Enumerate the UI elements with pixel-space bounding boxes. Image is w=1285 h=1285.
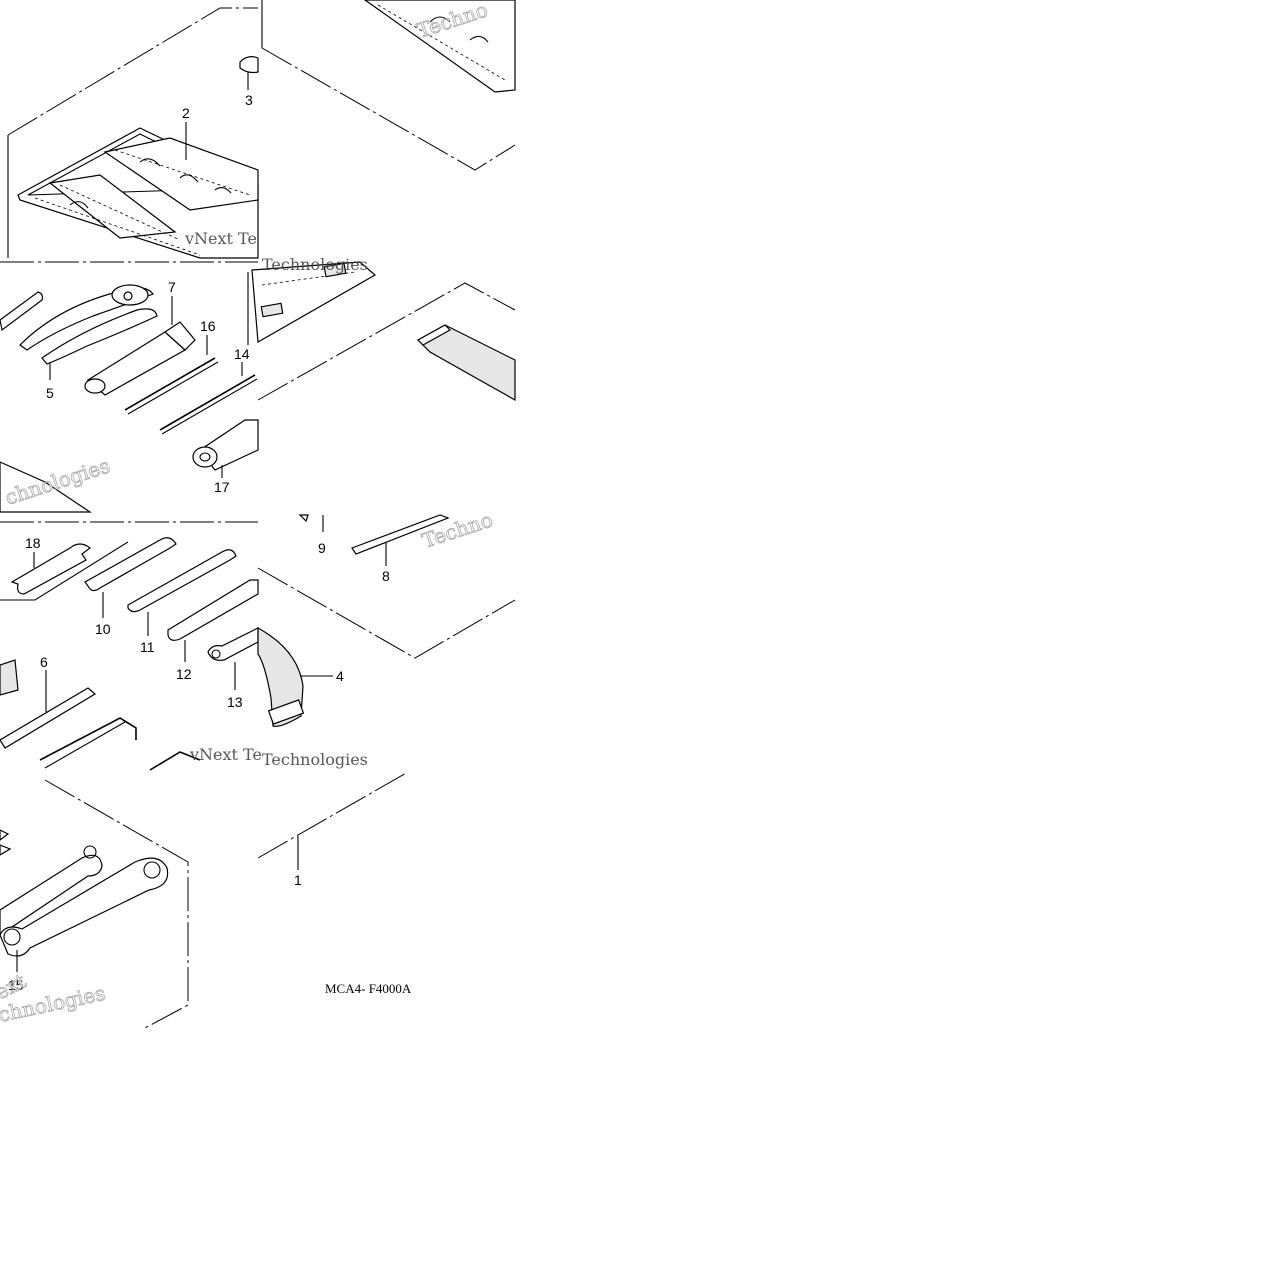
strap-illustration <box>417 324 516 402</box>
callout-1: 1 <box>294 872 302 888</box>
clip-part-3 <box>239 56 259 74</box>
callout-10: 10 <box>95 621 111 637</box>
callout-12: 12 <box>176 666 192 682</box>
callout-15: 15 <box>8 977 24 993</box>
callout-7: 7 <box>168 279 176 295</box>
tile-toolbag-open: 3 2 vNext Te <box>7 7 259 259</box>
callout-6: 6 <box>40 654 48 670</box>
tile-wrenches: 18 10 11 12 13 6 <box>0 521 262 771</box>
bag-fragment <box>0 461 92 513</box>
diagram-code: MCA4- F4000A <box>325 981 412 996</box>
screwdriver-bit-part-16 <box>124 357 219 415</box>
callout-18: 18 <box>25 535 41 551</box>
callout-16: 16 <box>200 318 216 334</box>
bit-part-9 <box>298 514 309 523</box>
extension-bar-part-6 <box>0 659 97 749</box>
callout-11: 11 <box>140 639 155 655</box>
watermark-a: vNext Te <box>184 229 257 248</box>
watermark-c2: Technologies <box>262 750 368 769</box>
watermark-a2: vNext Te <box>189 745 262 764</box>
callout-4: 4 <box>336 668 344 684</box>
callout-14: 14 <box>234 346 250 362</box>
small-wrench-fragment <box>0 291 44 332</box>
tile-legend: 1 MCA4- F4000A <box>257 771 412 996</box>
callout-2: 2 <box>182 105 190 121</box>
tile-pliers-screwdrivers: 5 7 16 14 17 chnolog <box>0 261 259 513</box>
screwdriver-bit-part-14 <box>159 374 258 435</box>
tool-bag-flap-illustration <box>251 261 377 343</box>
spark-plug-wrench-part-7 <box>84 321 196 396</box>
open-end-wrench-part-18 <box>10 543 91 595</box>
tool-bag-open-illustration <box>17 127 259 259</box>
combination-wrench-illustration <box>0 829 169 957</box>
screwdriver-handle-part-17 <box>192 419 259 471</box>
tool-bag-rolled-illustration <box>363 0 516 93</box>
callout-5: 5 <box>46 385 54 401</box>
open-end-wrench-part-12 <box>167 579 259 641</box>
watermark-b2: Techno <box>419 507 496 552</box>
callout-13: 13 <box>227 694 243 710</box>
callout-17: 17 <box>214 479 230 495</box>
ring-wrench-part-13 <box>207 627 259 661</box>
pliers-part-5 <box>19 284 158 365</box>
open-end-wrench-part-11 <box>127 549 237 613</box>
rod-part-8 <box>351 514 450 555</box>
callout-9: 9 <box>318 540 326 556</box>
hex-key-illustration <box>39 717 201 771</box>
tile-ring-wrenches: 15 ext chnologies <box>0 779 189 1029</box>
callout-8: 8 <box>382 568 390 584</box>
tile-bits-strap: 9 8 4 Techno Technologies <box>257 507 516 769</box>
open-end-wrench-part-10 <box>84 537 177 592</box>
watermark-c: Technologies <box>262 255 368 274</box>
tile-toolbag-rolled: Techno <box>261 0 516 171</box>
strap-part-4 <box>257 626 305 727</box>
tile-strap: Technologies <box>251 255 516 402</box>
callout-3: 3 <box>245 92 253 108</box>
